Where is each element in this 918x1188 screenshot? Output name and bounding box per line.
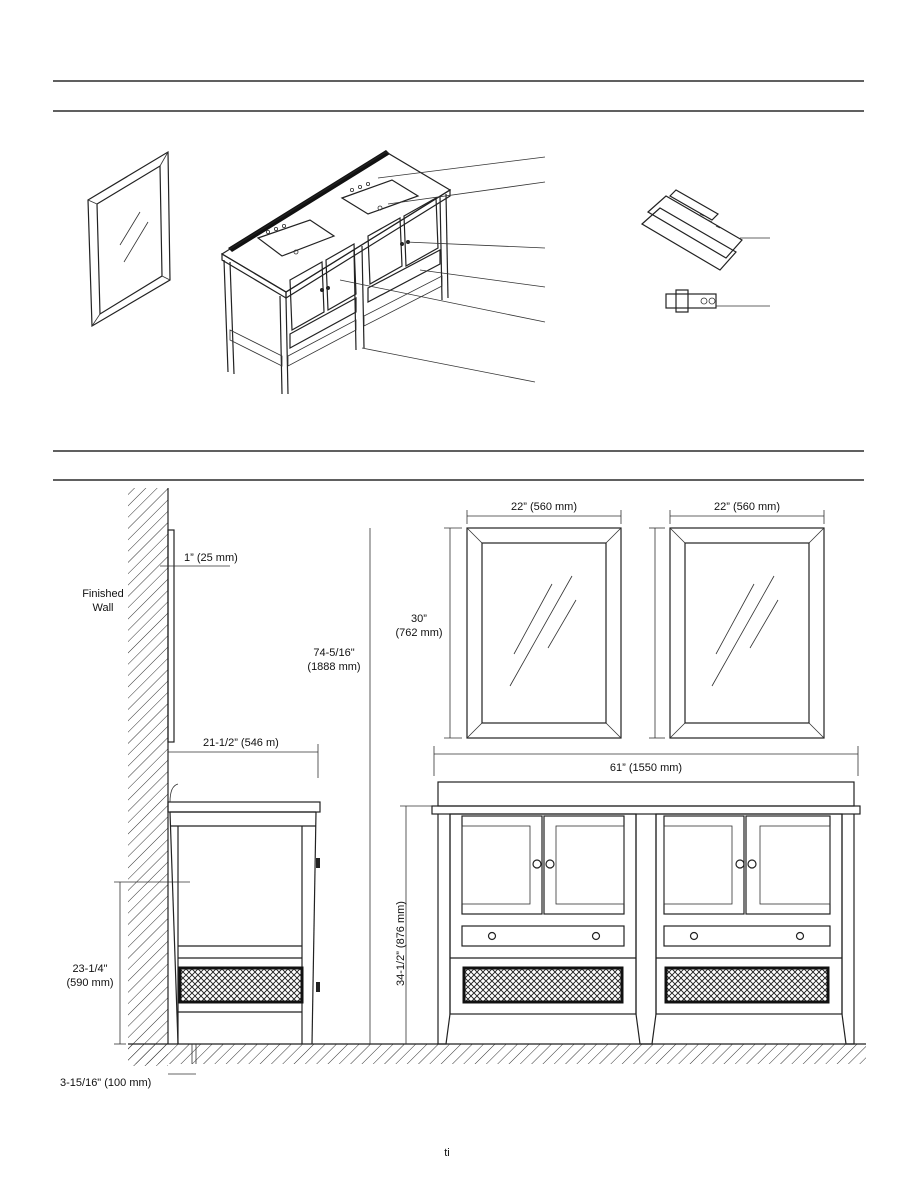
hinge-hardware-illustration bbox=[665, 289, 770, 313]
front-mirror-left bbox=[466, 527, 622, 739]
part-callout-lines bbox=[339, 156, 546, 383]
vanity-height-dimension: 34-1/2” (876 mm) bbox=[395, 901, 407, 986]
drain-height-dimension: 23-1/4" bbox=[72, 963, 107, 975]
floor-hatch bbox=[128, 1044, 866, 1064]
page-mark: ti bbox=[444, 1147, 450, 1159]
mirror-dimension-lines bbox=[444, 510, 825, 739]
total-height-dimension: 74-5/16" bbox=[313, 647, 354, 659]
side-view-dimension-lines bbox=[114, 565, 319, 1075]
total-height-dimension-metric: (1888 mm) bbox=[307, 661, 360, 673]
front-mirror-right bbox=[669, 527, 825, 739]
vanity-width-dimension: 61” (1550 mm) bbox=[610, 762, 682, 774]
finished-wall-hatch bbox=[128, 488, 168, 1066]
vanity-isometric-illustration bbox=[220, 150, 452, 395]
finished-wall-label: Finished bbox=[82, 588, 124, 600]
finished-wall-label-line2: Wall bbox=[93, 602, 114, 614]
vanity-front-elevation bbox=[431, 781, 861, 1045]
vanity-depth-dimension: 21-1/2” (546 m) bbox=[203, 737, 279, 749]
mirror-width-left-dimension: 22” (560 mm) bbox=[511, 501, 577, 513]
mirror-width-right-dimension: 22” (560 mm) bbox=[714, 501, 780, 513]
mirror-offset-dimension: 1” (25 mm) bbox=[184, 552, 238, 564]
mirror-height-dimension: 30” bbox=[411, 613, 427, 625]
mirror-height-dimension-metric: (762 mm) bbox=[395, 627, 442, 639]
vanity-side-profile bbox=[167, 783, 321, 1064]
mirror-side-profile bbox=[167, 529, 175, 743]
drain-height-dimension-metric: (590 mm) bbox=[66, 977, 113, 989]
drawer-slide-hardware-illustration bbox=[640, 189, 770, 271]
mirror-isometric-illustration bbox=[87, 150, 171, 328]
drain-offset-dimension: 3-15/16" (100 mm) bbox=[60, 1077, 151, 1089]
